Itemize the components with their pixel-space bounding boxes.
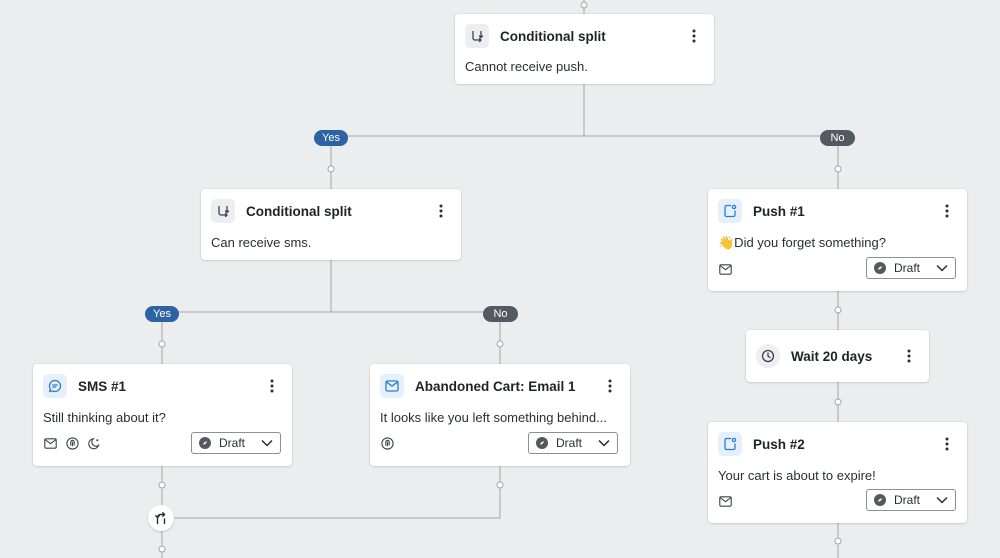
no-branch-label: No [483,306,518,322]
more-vertical-icon[interactable] [937,201,957,221]
status-value: Draft [219,436,246,450]
node-title: Conditional split [246,203,352,219]
status-value: Draft [894,261,921,275]
email-node[interactable]: Abandoned Cart: Email 1 It looks like yo… [370,364,630,466]
status-value: Draft [894,493,921,507]
conditional-split-node[interactable]: Conditional split Cannot receive push. [455,14,714,84]
clock-icon [756,344,780,368]
split-arrows-icon [465,24,489,48]
yes-branch-label: Yes [145,306,179,322]
status-dropdown[interactable]: Draft [866,257,956,279]
envelope-icon [380,374,404,398]
more-vertical-icon[interactable] [899,346,919,366]
status-dropdown[interactable]: Draft [191,432,281,454]
node-title: Push #1 [753,203,805,219]
more-vertical-icon[interactable] [937,434,957,454]
chevron-down-icon [936,493,948,507]
chat-bubble-icon [43,374,67,398]
no-branch-label: No [820,130,855,146]
push-node[interactable]: Push #2 Your cart is about to expire! Dr… [708,422,967,523]
more-vertical-icon[interactable] [600,376,620,396]
chevron-down-icon [261,436,273,450]
mobile-notification-icon [718,432,742,456]
node-title: Wait 20 days [791,348,873,364]
status-dropdown[interactable]: Draft [866,489,956,511]
node-title: Abandoned Cart: Email 1 [415,378,576,394]
chevron-down-icon [936,261,948,275]
yes-branch-label: Yes [314,130,348,146]
envelope-settings-icon [718,494,732,508]
compass-icon [536,437,548,449]
conditional-split-node[interactable]: Conditional split Can receive sms. [201,189,461,260]
quiet-hours-moon-icon [87,436,101,450]
split-condition: Cannot receive push. [465,59,588,74]
compass-icon [199,437,211,449]
push-message: 👋Did you forget something? [718,235,886,250]
status-dropdown[interactable]: Draft [528,432,618,454]
sms-node[interactable]: SMS #1 Still thinking about it? Draft [33,364,292,466]
node-title: SMS #1 [78,378,127,394]
node-title: Conditional split [500,28,606,44]
more-vertical-icon[interactable] [431,201,451,221]
link-tracking-icon [65,436,79,450]
link-tracking-icon [380,436,394,450]
more-vertical-icon[interactable] [262,376,282,396]
split-arrows-icon [211,199,235,223]
envelope-settings-icon [718,262,732,276]
compass-icon [874,262,886,274]
status-value: Draft [556,436,583,450]
mobile-notification-icon [718,199,742,223]
compass-icon [874,494,886,506]
chevron-down-icon [598,436,610,450]
sms-message: Still thinking about it? [43,410,166,425]
wait-node[interactable]: Wait 20 days [746,330,929,382]
more-vertical-icon[interactable] [684,26,704,46]
split-condition: Can receive sms. [211,235,312,250]
push-message: Your cart is about to expire! [718,468,876,483]
envelope-settings-icon [43,436,57,450]
merge-arrows-icon[interactable] [148,505,174,531]
node-title: Push #2 [753,436,805,452]
push-node[interactable]: Push #1 👋Did you forget something? Draft [708,189,967,291]
email-subject: It looks like you left something behind.… [380,410,607,425]
